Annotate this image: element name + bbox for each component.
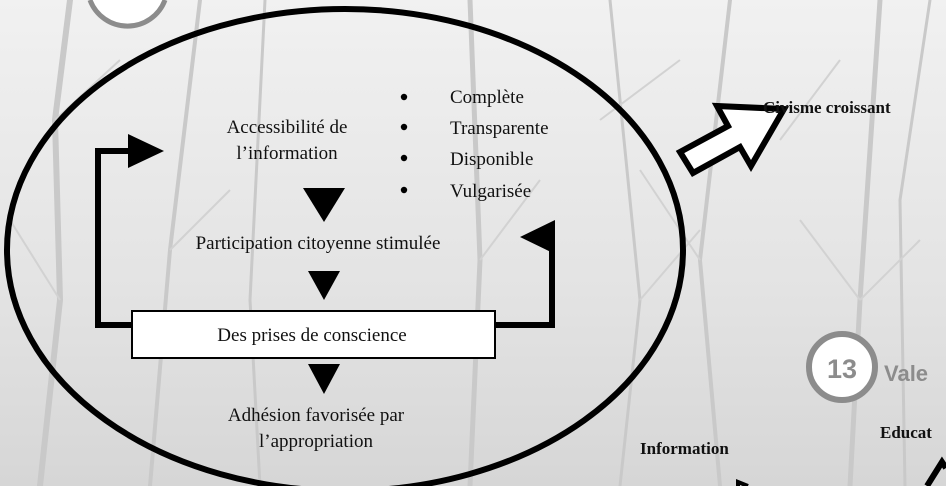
arrowhead-right-icon (128, 134, 164, 168)
quality-bullets (400, 93, 408, 194)
partial-arrow-icon-right (924, 456, 946, 486)
section-badge-partial (87, 0, 168, 29)
down-arrow-icon-2 (308, 271, 340, 300)
education-label: Educat (880, 423, 932, 442)
awareness-label: Des prises de conscience (217, 325, 406, 346)
feedback-loop-right (495, 234, 555, 328)
bullet-icon (400, 123, 408, 131)
bullet-icon (400, 93, 408, 101)
adhesion-label-line2: l’appropriation (259, 431, 373, 452)
section-badge (806, 331, 878, 403)
feedback-loop-left (95, 148, 136, 328)
partial-arrow-icon (736, 479, 749, 486)
awareness-box (131, 310, 496, 359)
down-arrow-icon-3 (308, 364, 340, 394)
section-number: 13 (827, 354, 857, 384)
section-title-fragment: Vale (884, 361, 928, 386)
quality-item-transparent: Transparente (450, 118, 549, 139)
quality-item-available: Disponible (450, 149, 533, 170)
accessibility-label-line1: Accessibilité de (227, 117, 348, 138)
participation-label: Participation citoyenne stimulée (196, 233, 441, 254)
quality-item-vulgarized: Vulgarisée (450, 181, 531, 202)
bullet-icon (400, 154, 408, 162)
main-ellipse (4, 6, 686, 486)
quality-item-complete: Complète (450, 87, 524, 108)
down-arrow-icon-1 (303, 188, 345, 222)
outcome-arrow-icon (675, 102, 790, 178)
outcome-label: Civisme croissant (763, 98, 891, 117)
adhesion-label-line1: Adhésion favorisée par (228, 405, 405, 426)
information-label: Information (640, 439, 729, 458)
accessibility-label-line2: l’information (236, 143, 338, 164)
bullet-icon (400, 186, 408, 194)
arrowhead-left-icon (520, 220, 555, 254)
